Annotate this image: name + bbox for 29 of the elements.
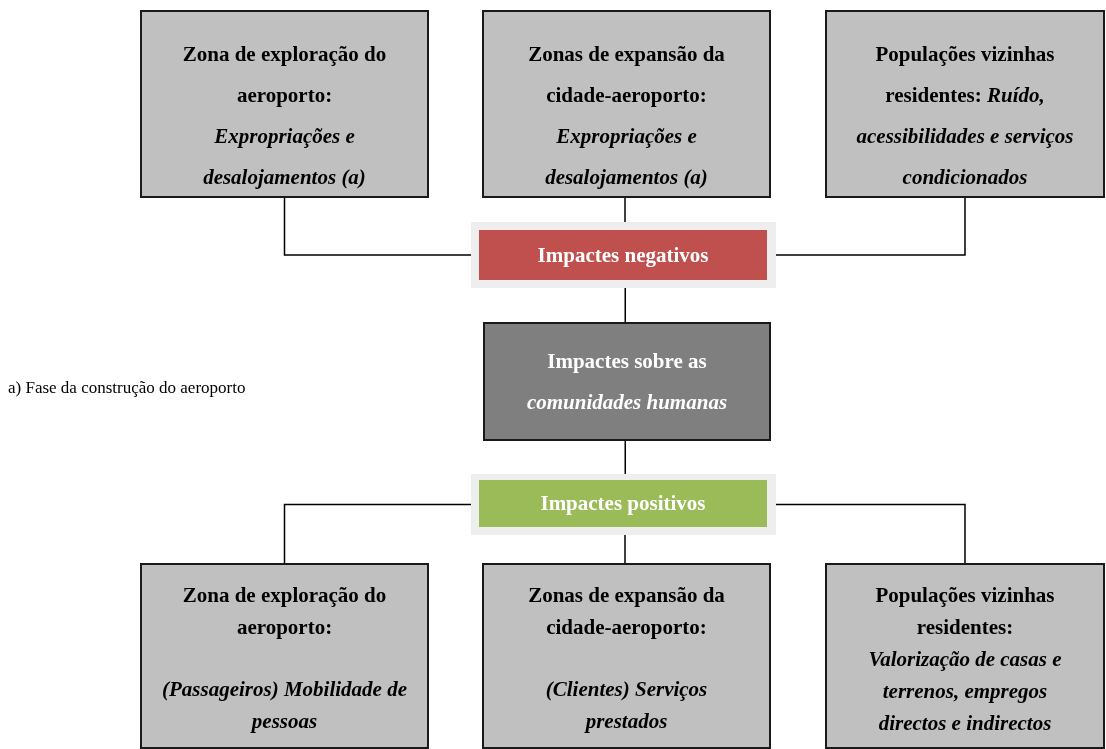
connector-line	[624, 534, 626, 564]
box-body-text: Valorização de casas e terrenos, empregos directos e indirectos	[867, 646, 1063, 737]
box-body-text: (Passageiros) Mobilidade de pessoas	[162, 676, 407, 735]
connector-line	[283, 503, 472, 564]
connector-line	[775, 197, 966, 256]
connector-line	[775, 503, 966, 564]
impact-box	[140, 563, 429, 749]
connector-line	[624, 287, 626, 323]
box-body-text: Expropriações e desalojamentos (a)	[544, 123, 709, 191]
box-heading: Zonas de expansão da cidade-aeroporto:	[527, 41, 726, 109]
box-body-text: Expropriações e desalojamentos (a)	[202, 123, 367, 191]
box-heading: Populações vizinhas residentes:	[874, 582, 1056, 641]
connector-line	[624, 440, 626, 475]
impact-box	[482, 563, 771, 749]
connector-line	[283, 197, 472, 256]
box-heading: Zona de exploração do aeroporto:	[181, 582, 388, 641]
box-heading: Zona de exploração do aeroporto:	[181, 41, 388, 109]
negative-impacts-bar: Impactes negativos	[471, 222, 776, 288]
impact-box	[825, 10, 1105, 198]
positive-impacts-bar: Impactes positivos	[471, 474, 776, 535]
impact-box	[825, 563, 1105, 749]
central-impact-box: Impactes sobre as comunidades humanas	[483, 322, 771, 441]
footnote-text: a) Fase da construção do aeroporto	[8, 378, 246, 397]
box-body-text: (Clientes) Serviços prestados	[544, 676, 709, 735]
impact-box	[140, 10, 429, 198]
box-heading: Zonas de expansão da cidade-aeroporto:	[527, 582, 726, 641]
connector-line	[624, 197, 626, 223]
box-heading: Populações vizinhas residentes: Ruído, acessibilidades e serviços condicionados	[855, 41, 1075, 191]
impact-box	[482, 10, 771, 198]
